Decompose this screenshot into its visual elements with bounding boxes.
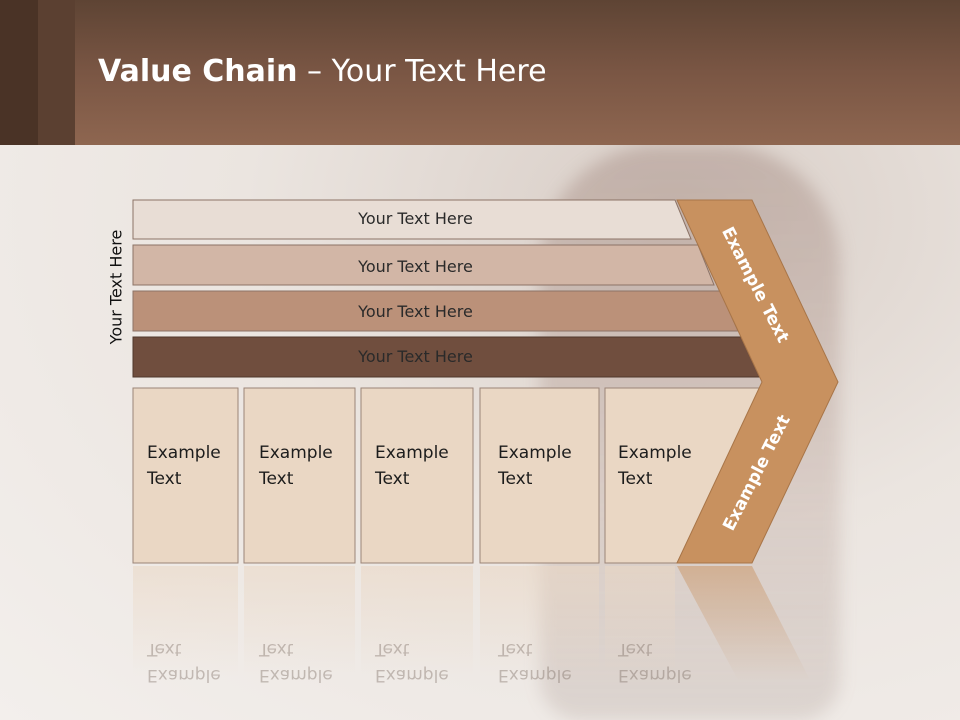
column-5-line1: Example [618,443,692,463]
column-reflection [605,566,675,676]
reflection-line2: Text [498,639,533,659]
column-reflection [361,566,473,676]
margin-chevron [676,199,839,564]
primary-column-1 [132,387,239,564]
reflection-line2: Text [375,639,410,659]
reflection-line2: Text [618,639,653,659]
slide-title: Value Chain – Your Text Here [98,54,547,89]
column-3-line1: Example [375,443,449,463]
reflection-line2: Text [147,639,182,659]
support-bar-1-label: Your Text Here [358,209,473,228]
column-5-line2: Text [618,469,653,489]
column-2-line2: Text [259,469,294,489]
column-4-reflection-text: Example Text [498,636,572,688]
column-1-reflection-text: Example Text [147,636,221,688]
support-bar-1 [132,199,692,240]
reflection-line1: Example [259,665,333,685]
column-3-line2: Text [375,469,410,489]
reflection-line1: Example [375,665,449,685]
column-4-line1: Example [498,443,572,463]
slide-title-rest: – Your Text Here [297,54,547,89]
support-bar-4-label: Your Text Here [358,347,473,366]
header-accent-strip [38,0,75,145]
primary-column-3 [360,387,474,564]
column-3-reflection-text: Example Text [375,636,449,688]
support-bar-2-label: Your Text Here [358,257,473,276]
support-bar-3-label: Your Text Here [358,302,473,321]
column-reflection [244,566,355,676]
column-2-line1: Example [259,443,333,463]
slide-title-bold: Value Chain [98,54,298,89]
primary-column-2 [243,387,356,564]
column-1-line1: Example [147,443,221,463]
column-1-line2: Text [147,469,182,489]
support-bar-2 [132,244,715,286]
primary-column-4 [479,387,600,564]
header-band: Value Chain – Your Text Here [0,0,960,145]
column-5-reflection-text: Example Text [618,636,692,688]
reflection-line1: Example [618,665,692,685]
reflection-line2: Text [259,639,294,659]
column-reflection [133,566,238,676]
chevron-reflection [677,566,810,680]
reflection-line1: Example [498,665,572,685]
column-4-line2: Text [498,469,533,489]
reflection-line1: Example [147,665,221,685]
header-accent-strip [0,0,38,145]
column-reflection [480,566,599,676]
column-2-reflection-text: Example Text [259,636,333,688]
